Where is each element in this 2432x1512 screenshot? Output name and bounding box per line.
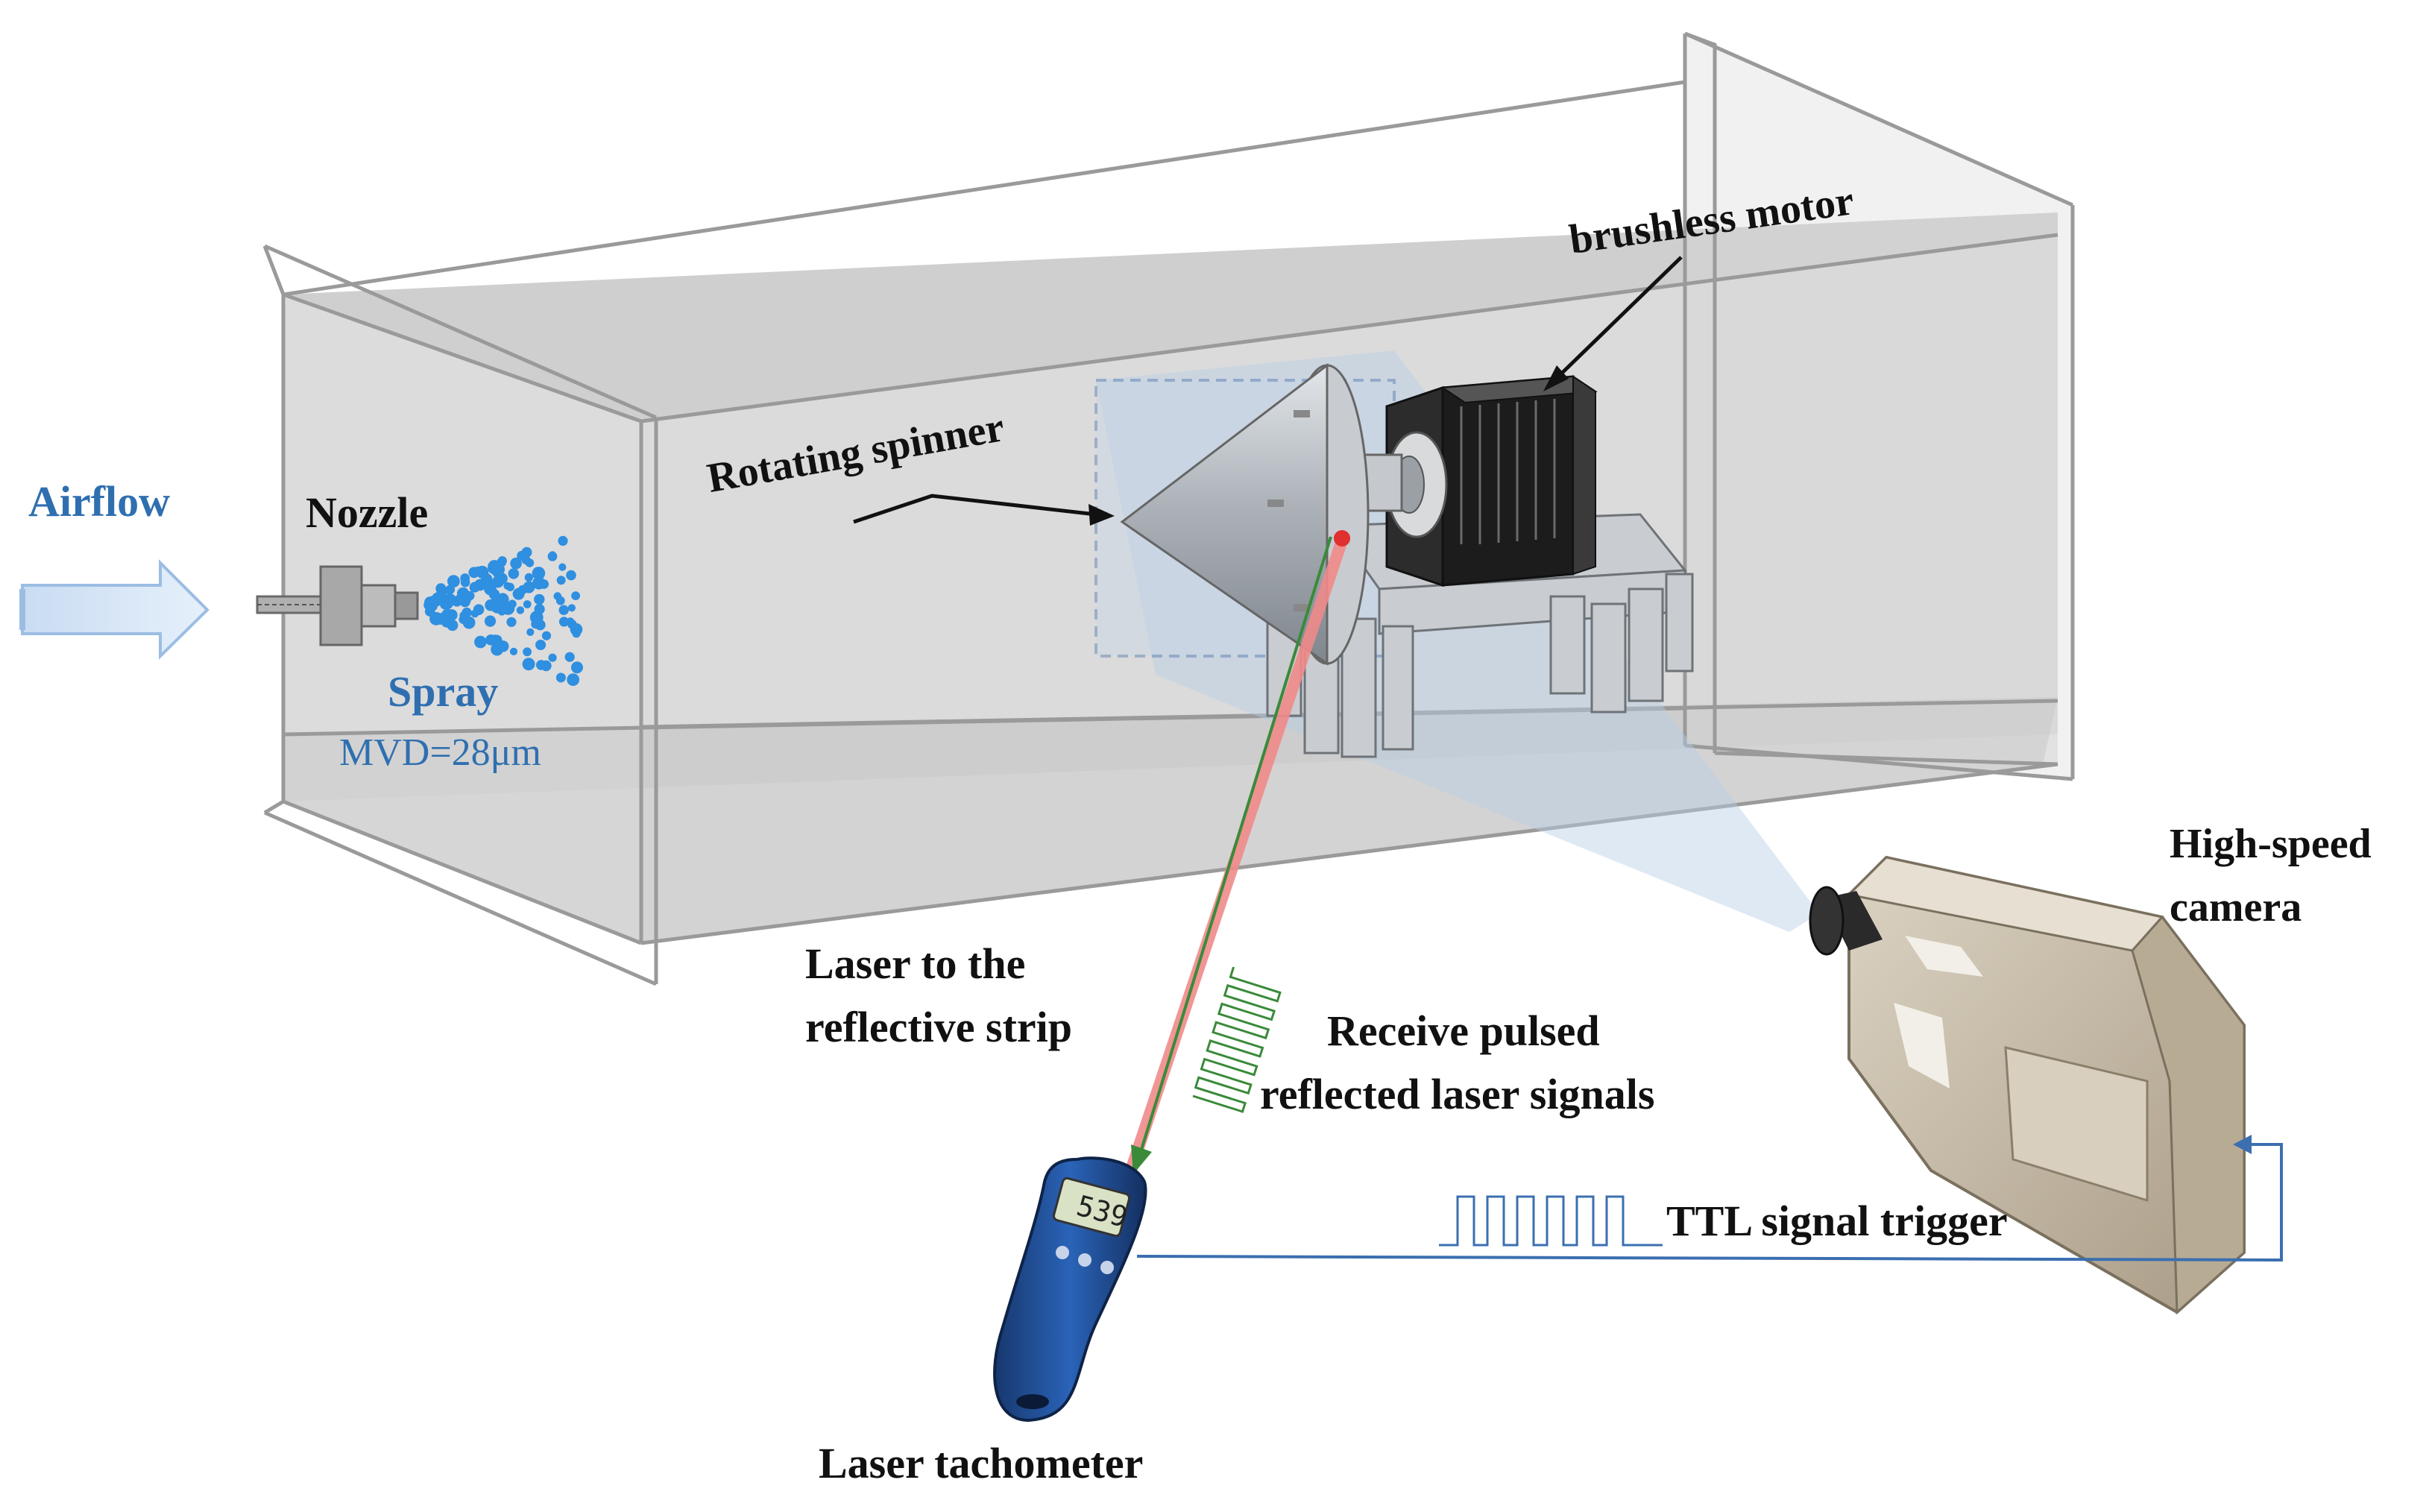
spray-droplet [566,617,575,626]
spray-droplet [558,605,569,615]
tunnel-floor [283,697,2058,943]
spray-label: Spray [388,667,499,716]
spray-droplet [508,568,520,579]
spray-droplet [491,600,504,614]
spray-droplet [556,576,566,585]
high-speed-camera-label-line2: camera [2170,884,2302,930]
reflected-pulse-waveform [1192,966,1282,1113]
spray-droplet [564,652,575,662]
spray-droplet [501,602,515,615]
spray-droplet [517,550,527,561]
ttl-trigger-line [1136,1135,2283,1262]
spray-droplet [491,576,505,588]
high-speed-camera-label-line1: High-speed [2170,821,2372,867]
motor-pointer [1553,256,1683,382]
ttl-label: TTL signal trigger [1666,1197,2008,1245]
annotation-arrows [853,256,1683,524]
spray-droplet [572,629,581,638]
spray-droplet [447,575,460,588]
spray-droplet [516,606,525,614]
receive-label-line1: Receive pulsed [1327,1007,1600,1055]
spray-droplet [461,607,472,618]
airflow-label: Airflow [28,477,171,526]
spray-droplet [425,604,434,613]
spray-droplet [534,593,545,605]
spray-droplet [447,620,459,631]
tunnel-outlet-panel [1685,34,2073,779]
spray-droplet [441,608,454,622]
spray-droplet [484,582,497,596]
tachometer-label: Laser tachometer [819,1439,1144,1487]
spray-droplet [506,617,517,627]
spinner-pointer [853,494,1097,524]
spray-droplet [558,617,570,627]
spray-droplet [571,591,580,600]
spray-droplet [492,567,503,579]
spray-droplet [535,640,546,650]
spray-droplet [558,563,567,571]
spray-droplet [548,653,557,662]
high-speed-camera [1809,855,2246,1315]
spray-droplet [445,585,456,595]
laser-label-line1: Laser to the [805,939,1026,988]
spray-droplet [473,566,482,575]
spray-droplet [536,660,546,670]
spray-droplet [526,628,535,637]
spray-droplet [523,647,532,657]
reflected-signal-green [1139,536,1332,1153]
ttl-pulse-waveform [1439,1195,1663,1247]
spray-droplet [534,604,545,615]
spray-droplet [555,672,566,683]
spray-droplet [547,551,558,561]
spray-droplet [464,590,475,601]
tunnel-ceiling [283,212,2058,421]
spray-droplet [571,661,583,674]
spray-droplets [423,535,583,686]
spray-droplet [532,567,546,580]
spray-droplet [532,576,546,590]
spray-droplet [558,535,568,546]
nozzle-device [256,565,419,646]
receive-label-line2: reflected laser signals [1260,1070,1655,1118]
rotating-spinner [1120,362,1403,666]
spray-droplet [525,558,535,567]
spray-droplet [485,634,497,646]
laser-label-line2: reflective strip [805,1003,1073,1051]
spray-droplet [567,673,580,686]
spray-droplet [470,609,479,618]
spray-droplet [523,600,532,608]
spray-droplet [509,647,518,656]
mvd-label: MVD=28μm [339,731,541,774]
laser-beam-red [1120,535,1348,1191]
nozzle-label: Nozzle [306,488,429,537]
laser-tachometer: 539 [993,1156,1147,1423]
spray-droplet [503,582,511,590]
spray-droplet [524,573,534,582]
spray-droplet [541,631,552,640]
brushless-motor [1385,375,1598,588]
spray-droplet [567,604,576,612]
spray-droplet [553,592,562,600]
spray-droplet [441,594,450,603]
spray-droplet [469,582,480,593]
spray-droplet [523,581,535,593]
spray-droplet [484,615,497,627]
spray-droplet [474,635,487,649]
spray-droplet [566,570,576,581]
spray-droplet [522,658,535,671]
laser-beams [1120,530,1350,1191]
spray-droplet [510,557,522,570]
spray-droplet [458,595,466,603]
spray-droplet [460,577,470,588]
airflow-arrow [19,559,210,660]
